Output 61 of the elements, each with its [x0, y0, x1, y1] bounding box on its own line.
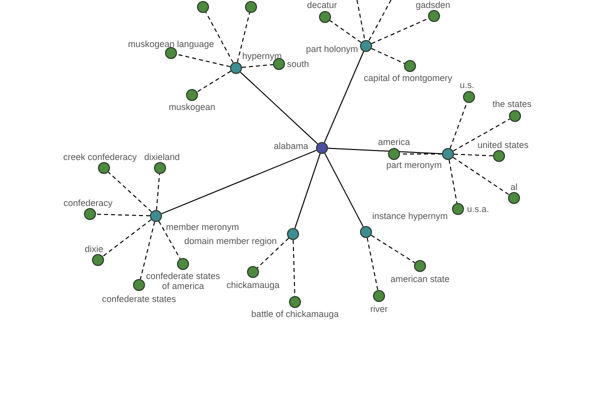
dashed-connector-line: [329, 20, 362, 43]
node-label: capital of montgomery: [364, 72, 452, 82]
graph-node: [197, 1, 209, 13]
dashed-connector-line: [242, 64, 274, 68]
node-label: alabama: [274, 140, 308, 150]
dashed-connector-line: [368, 0, 392, 42]
node-label: muskogean: [168, 102, 216, 112]
node-label: muskogean language: [128, 38, 214, 48]
dashed-connector-line: [96, 214, 150, 216]
dashed-connector-line: [140, 221, 156, 280]
connector-line: [161, 150, 317, 214]
node-label: south: [286, 59, 310, 69]
dashed-connector-line: [196, 70, 232, 92]
node-label: chickamauga: [226, 280, 280, 290]
dashed-connector-line: [102, 219, 152, 257]
dashed-connector-line: [370, 234, 416, 264]
node-label: hypernym: [242, 50, 282, 60]
dashed-connector-line: [176, 54, 231, 68]
connector-line: [328, 148, 442, 154]
node-label: river: [370, 304, 388, 314]
connector-line: [324, 152, 364, 228]
node-label: u.s.: [460, 80, 474, 90]
graph-node: [245, 1, 257, 13]
dashed-connector-line: [371, 48, 405, 64]
node-label: confederate states of america: [144, 271, 222, 291]
node-label: domain member region: [184, 236, 277, 246]
connector-line: [294, 153, 321, 229]
dashed-connector-line: [448, 159, 458, 204]
dashed-connector-line: [156, 174, 160, 210]
node-label: gadsden: [416, 0, 450, 10]
node-label: decatur: [306, 0, 338, 10]
node-label: confederate states: [102, 294, 176, 304]
dashed-connector-line: [256, 238, 290, 268]
connector-line: [240, 72, 318, 144]
node-label: creek confederacy: [63, 152, 137, 162]
dashed-connector-line: [454, 154, 494, 156]
node-label: the states: [492, 98, 532, 108]
dashed-connector-line: [450, 102, 468, 149]
node-label: part holonym: [306, 44, 358, 54]
node-label: dixieland: [144, 152, 180, 162]
node-label: america: [378, 136, 410, 146]
node-label: dixie: [84, 244, 104, 254]
node-label: instance hypernym: [372, 210, 448, 220]
dashed-connector-line: [366, 237, 378, 291]
node-label: battle of chickamauga: [251, 308, 339, 318]
node-label: part meronym: [386, 160, 442, 170]
dashed-connector-line: [452, 156, 510, 196]
connector-line: [324, 51, 364, 143]
dashed-connector-line: [371, 18, 429, 44]
node-label: u.s.a.: [467, 204, 489, 214]
node-label: al: [510, 182, 518, 192]
dashed-connector-line: [452, 118, 510, 152]
node-label: american state: [390, 274, 450, 284]
node-label: confederacy: [63, 198, 113, 208]
dashed-connector-line: [236, 12, 250, 63]
dashed-connector-line: [108, 172, 152, 212]
dashed-connector-line: [158, 220, 181, 260]
node-label: member meronym: [166, 222, 239, 232]
dashed-connector-line: [356, 0, 366, 41]
dashed-connector-line: [205, 12, 234, 64]
node-label: united states: [477, 140, 529, 150]
